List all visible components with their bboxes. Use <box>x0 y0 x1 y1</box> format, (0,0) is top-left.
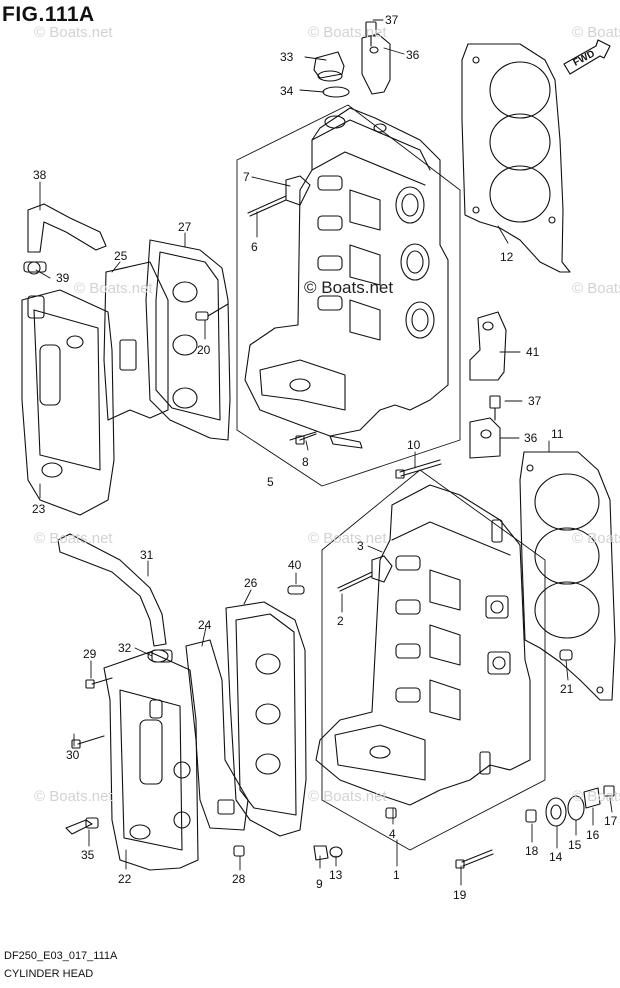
lower-cylinder-head <box>315 484 531 806</box>
callout-24: 24 <box>198 618 212 632</box>
callout-22: 22 <box>118 872 132 886</box>
callout-31: 31 <box>140 548 154 562</box>
callout-29: 29 <box>83 647 97 661</box>
forward-direction-arrow <box>563 39 611 75</box>
callout-5: 5 <box>267 475 274 489</box>
callout-28: 28 <box>232 872 246 886</box>
callout-33: 33 <box>280 50 294 64</box>
callout-14: 14 <box>549 850 563 864</box>
callout-26: 26 <box>244 576 258 590</box>
callout-10: 10 <box>407 438 421 452</box>
callout-15: 15 <box>568 838 582 852</box>
callout-37: 37 <box>385 13 399 27</box>
callout-41: 41 <box>526 345 540 359</box>
model-code: DF250_E03_017_111A <box>4 950 118 962</box>
watermark-text: © Boats.net <box>74 280 153 297</box>
callout-25: 25 <box>114 249 128 263</box>
callout-20: 20 <box>197 343 211 357</box>
lower-head-gasket <box>519 451 616 701</box>
upper-cover-plate <box>103 261 169 421</box>
callout-37: 37 <box>528 394 542 408</box>
callout-7: 7 <box>243 170 250 184</box>
figure-title: FIG.111A <box>2 3 95 26</box>
callout-6: 6 <box>251 240 258 254</box>
watermark-text: © Boats.net <box>34 530 113 547</box>
lower-cam-cover <box>103 651 199 871</box>
leader-lines <box>35 19 613 886</box>
callout-36: 36 <box>524 431 538 445</box>
callout-38: 38 <box>33 168 47 182</box>
watermark-text: © Boats.net <box>308 788 387 805</box>
callout-27: 27 <box>178 220 192 234</box>
callout-17: 17 <box>604 814 618 828</box>
callout-8: 8 <box>302 455 309 469</box>
callout-9: 9 <box>316 877 323 891</box>
callout-3: 3 <box>357 539 364 553</box>
callout-19: 19 <box>453 888 467 902</box>
callout-36: 36 <box>406 48 420 62</box>
callout-32: 32 <box>118 641 132 655</box>
callout-30: 30 <box>66 748 80 762</box>
upper-cylinder-head <box>244 107 449 449</box>
watermark-text: © Boats.net <box>308 530 387 547</box>
upper-cam-cover <box>21 289 115 516</box>
watermark-center-text: © Boats.net <box>304 278 394 297</box>
callout-39: 39 <box>56 271 70 285</box>
lower-cover-gasket <box>225 601 307 837</box>
upper-cover-gasket <box>145 239 231 441</box>
callout-21: 21 <box>560 682 574 696</box>
callout-12: 12 <box>500 250 514 264</box>
callout-4: 4 <box>389 827 396 841</box>
watermark-text: © Boats.net <box>34 24 113 41</box>
small-fasteners <box>65 21 615 869</box>
callout-40: 40 <box>288 558 302 572</box>
callout-35: 35 <box>81 848 95 862</box>
watermark-text: © Boats.net <box>572 530 620 547</box>
callout-18: 18 <box>525 844 539 858</box>
watermark-text: © Boats.net <box>572 280 620 297</box>
watermark-text: © Boats.net <box>572 24 620 41</box>
watermark-text: © Boats.net <box>34 788 113 805</box>
section-name: CYLINDER HEAD <box>4 968 94 980</box>
upper-breather-hose <box>23 203 107 275</box>
callout-1: 1 <box>393 868 400 882</box>
callout-23: 23 <box>32 502 46 516</box>
lower-breather-hose <box>57 533 173 663</box>
callout-16: 16 <box>586 828 600 842</box>
callout-34: 34 <box>280 84 294 98</box>
watermark-text: © Boats.net <box>308 24 387 41</box>
callout-11: 11 <box>551 427 564 441</box>
callout-2: 2 <box>337 614 344 628</box>
upper-head-gasket <box>461 43 571 273</box>
upper-head-outline-box <box>236 104 461 487</box>
watermark-text: © Boats.net <box>572 788 620 805</box>
callout-13: 13 <box>329 868 343 882</box>
